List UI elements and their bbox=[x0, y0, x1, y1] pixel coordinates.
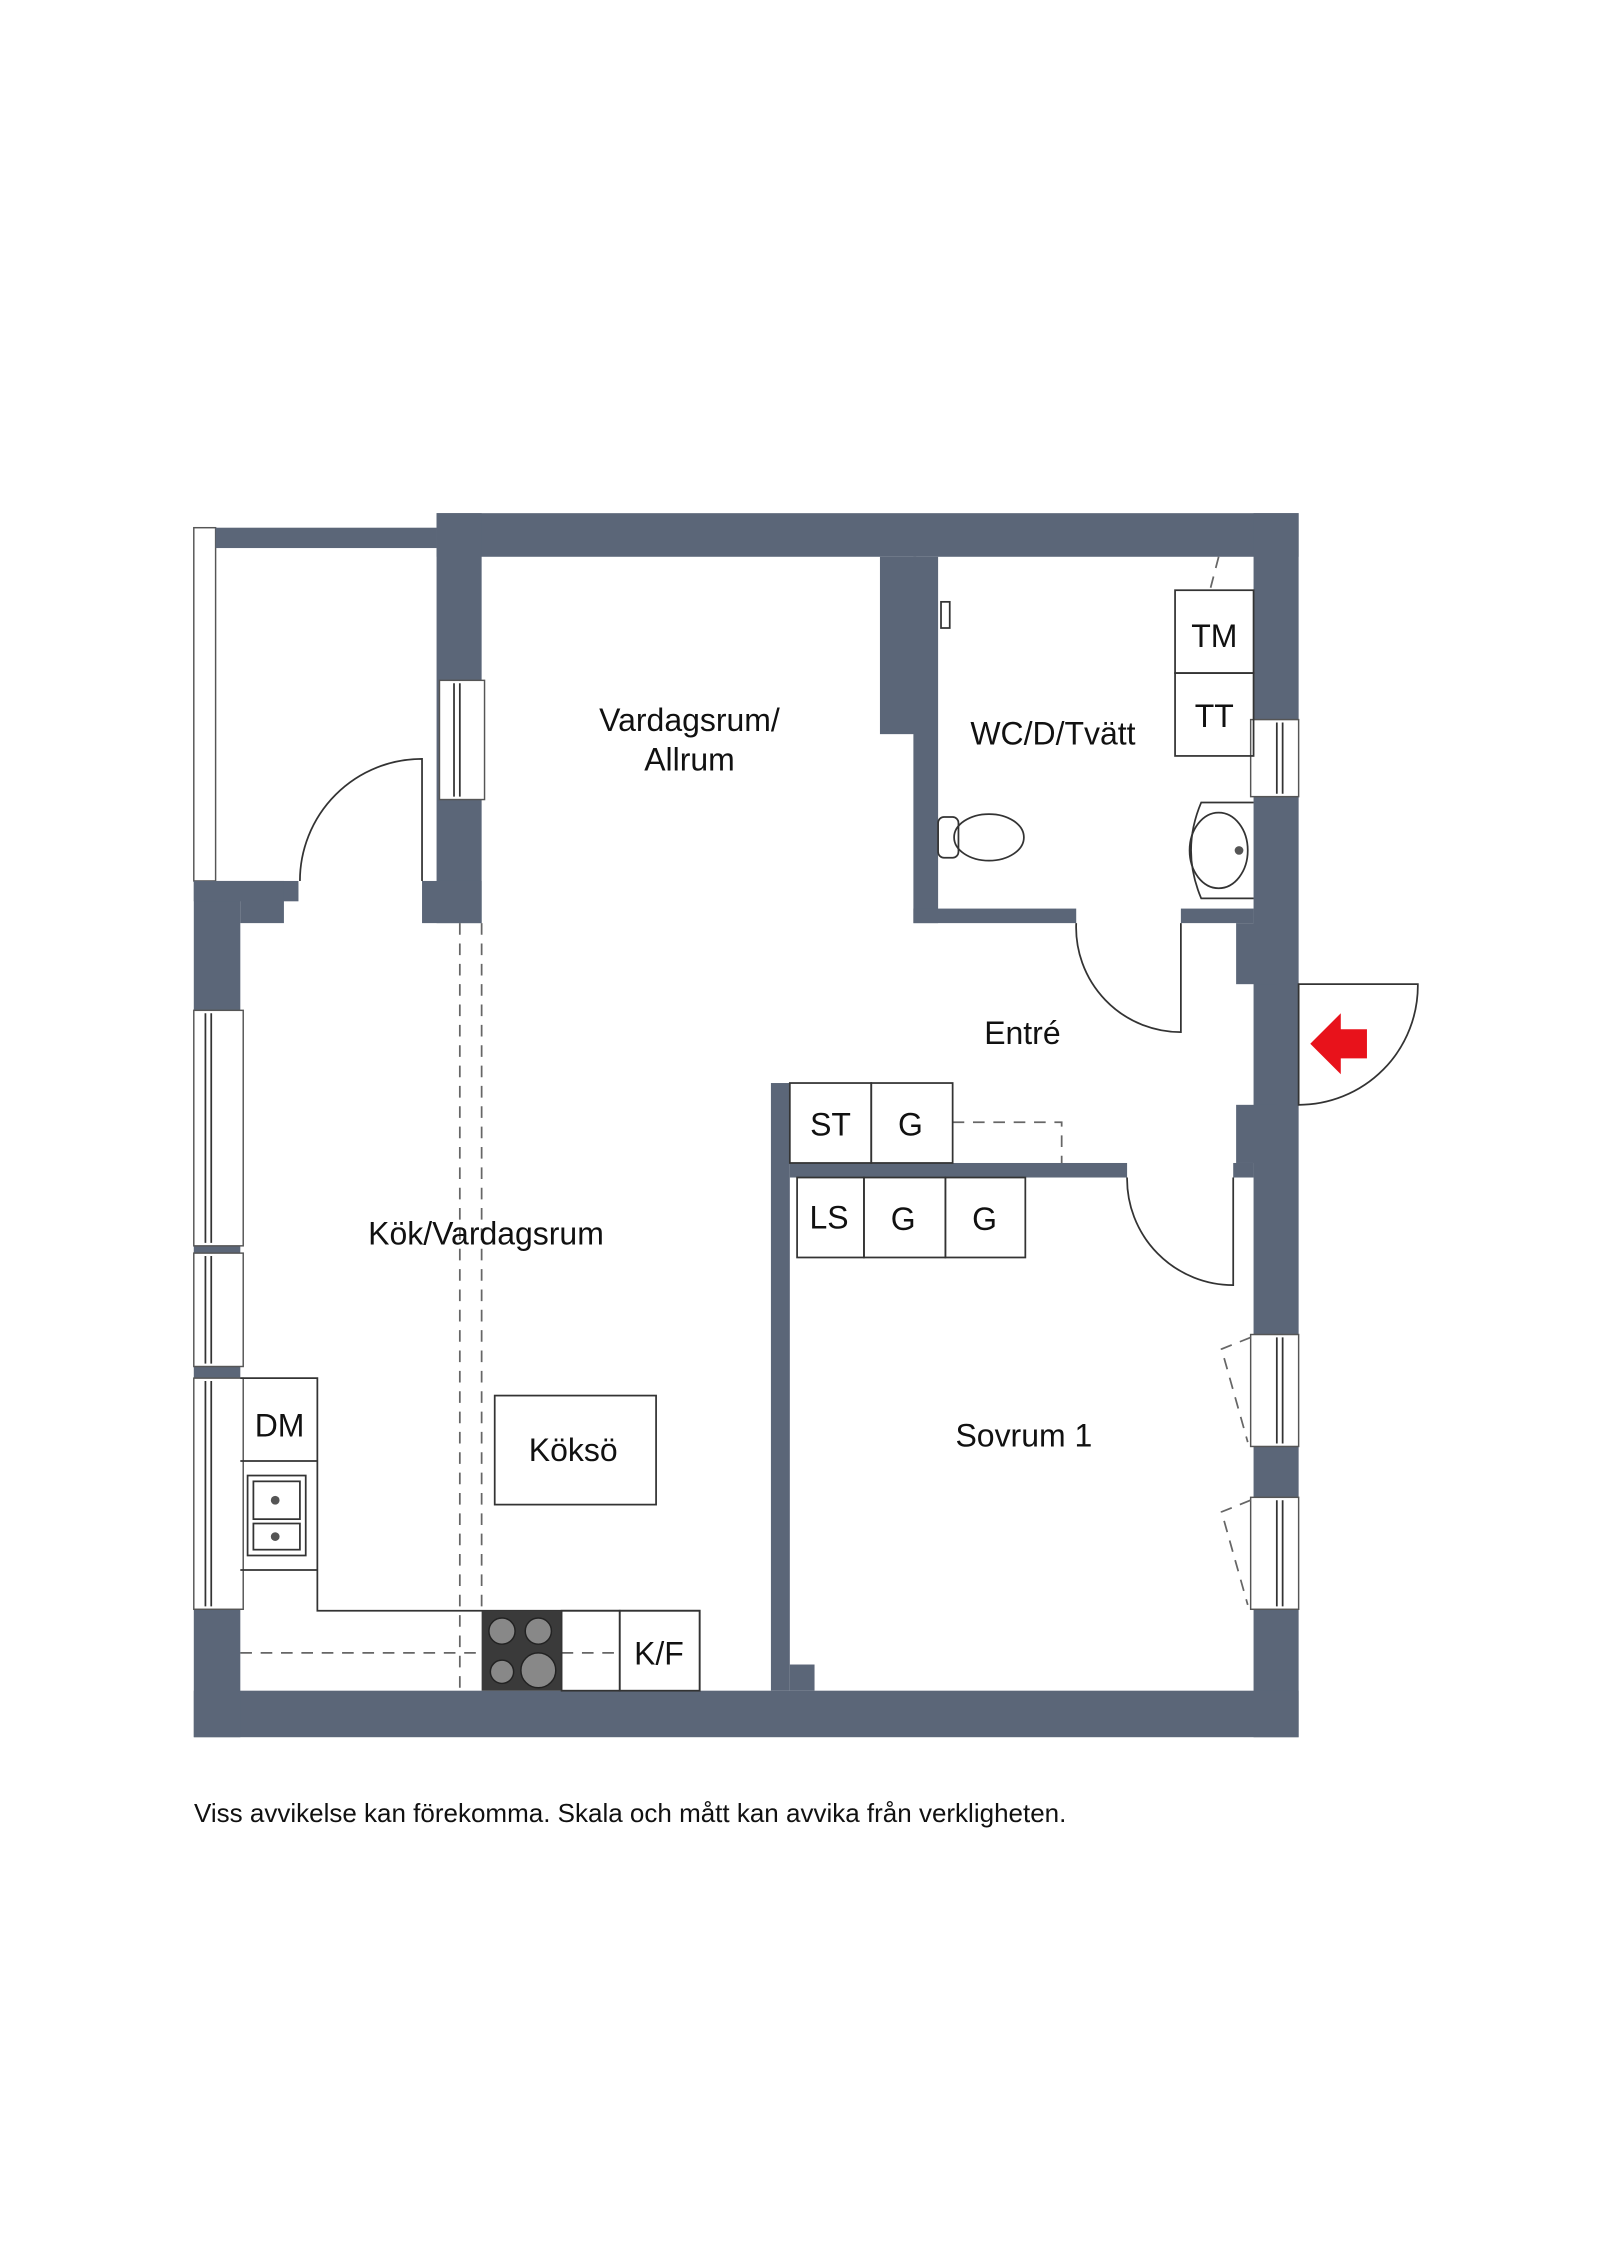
balcony-rail bbox=[193, 526, 217, 882]
fixture-dm: DM bbox=[255, 1407, 305, 1443]
doors bbox=[299, 757, 1419, 1286]
fridge-freezer bbox=[618, 1609, 701, 1692]
entrance-arrow-icon bbox=[1310, 1013, 1367, 1075]
kitchen-island bbox=[493, 1394, 657, 1506]
fixture-ls: LS bbox=[810, 1199, 849, 1235]
room-label-kitchen: Kök/Vardagsrum bbox=[368, 1215, 604, 1251]
balcony-top-wall bbox=[215, 527, 437, 549]
fixture-island: Köksö bbox=[529, 1432, 618, 1468]
fixture-tm: TM bbox=[1191, 618, 1237, 654]
room-label-living: Vardagsrum/ bbox=[599, 702, 780, 738]
fixture-g1: G bbox=[898, 1106, 923, 1142]
toilet-icon bbox=[937, 813, 1025, 862]
room-label-wc: WC/D/Tvätt bbox=[970, 715, 1135, 751]
sink-icon bbox=[246, 1474, 307, 1557]
walls bbox=[193, 513, 1299, 1738]
washbasin-icon bbox=[1188, 801, 1254, 900]
dashed-guides bbox=[240, 556, 1220, 1691]
disclaimer-text: Viss avvikelse kan förekomma. Skala och … bbox=[194, 1798, 1067, 1828]
kitchen-counter bbox=[240, 1377, 701, 1691]
wc-door bbox=[1075, 923, 1182, 1034]
fixture-g3: G bbox=[972, 1201, 997, 1237]
bedroom-door bbox=[1126, 1177, 1235, 1286]
fixture-kf: K/F bbox=[634, 1636, 684, 1672]
windows bbox=[193, 679, 1300, 1611]
shower-tap-icon bbox=[940, 600, 951, 629]
fixture-st: ST bbox=[810, 1106, 851, 1142]
entrance-door bbox=[1297, 983, 1419, 1106]
fixture-g2: G bbox=[891, 1201, 916, 1237]
balcony-door bbox=[299, 757, 423, 881]
room-label-bedroom: Sovrum 1 bbox=[955, 1417, 1092, 1453]
stove-icon bbox=[481, 1610, 562, 1691]
fixture-tt: TT bbox=[1195, 698, 1234, 734]
room-label-living-2: Allrum bbox=[644, 741, 735, 777]
room-label-entry: Entré bbox=[984, 1015, 1060, 1051]
